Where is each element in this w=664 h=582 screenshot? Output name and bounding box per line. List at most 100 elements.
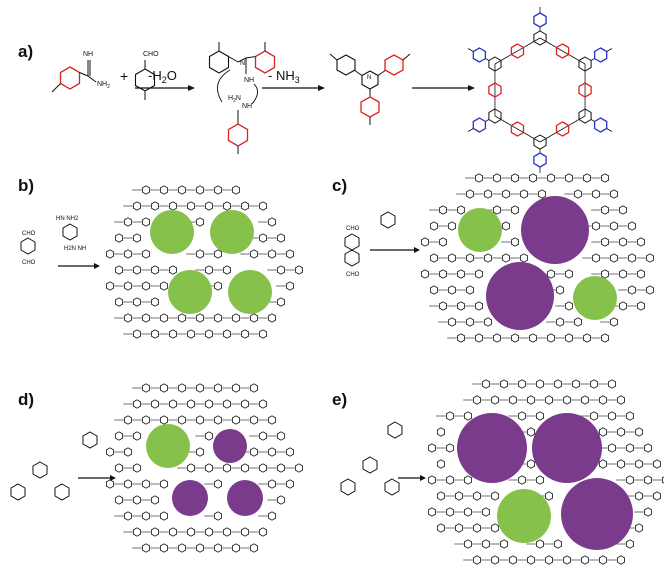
framework-ring <box>276 463 286 473</box>
reagent-c: CHO CHO <box>344 226 360 278</box>
framework-ring <box>583 333 591 343</box>
framework-ring <box>547 173 555 183</box>
framework-ring <box>124 249 133 259</box>
framework-ring <box>267 511 277 521</box>
framework-ring <box>538 189 546 199</box>
framework-ring <box>492 333 502 343</box>
framework-ring <box>141 313 151 323</box>
framework-ring <box>115 297 123 307</box>
framework-ring <box>481 379 491 389</box>
condition-water-loss: -H2O <box>148 68 177 85</box>
framework-ring <box>547 333 555 343</box>
linker-ring <box>510 43 525 59</box>
macrocycle-bond <box>539 37 586 65</box>
triazine-ring <box>533 30 547 46</box>
framework-ring <box>545 555 553 565</box>
framework-ring <box>213 415 223 425</box>
framework-ring <box>267 313 277 323</box>
framework-ring <box>438 269 448 279</box>
framework-ring <box>646 253 654 263</box>
linker-ring <box>555 43 570 59</box>
framework-ring <box>285 447 295 457</box>
framework-ring <box>258 329 268 339</box>
framework-ring <box>617 555 625 565</box>
panel-label-b: b) <box>18 176 35 195</box>
framework-ring <box>249 447 259 457</box>
framework-ring <box>472 491 482 501</box>
triazine-ring <box>488 108 502 124</box>
terminal-aryl-ring <box>533 152 547 168</box>
framework-ring <box>565 301 573 311</box>
framework-ring <box>231 415 241 425</box>
framework-ring <box>490 555 500 565</box>
framework-ring <box>195 415 205 425</box>
framework-ring <box>653 491 661 501</box>
triazine-macrocycle <box>467 7 613 173</box>
framework-ring <box>520 189 528 199</box>
amine-c <box>380 211 396 229</box>
svg-text:N: N <box>367 75 371 81</box>
framework-ring <box>608 411 616 421</box>
green-pore <box>210 210 254 254</box>
framework-ring <box>436 491 446 501</box>
framework-ring <box>635 459 643 469</box>
framework-ring <box>177 313 187 323</box>
framework-ring <box>222 527 232 537</box>
purple-pore <box>521 196 589 264</box>
framework-ring <box>637 269 645 279</box>
framework-ring <box>474 269 484 279</box>
framework-ring <box>601 237 609 247</box>
framework-ring <box>150 399 160 409</box>
framework-ring <box>213 313 223 323</box>
framework-ring <box>465 285 475 295</box>
framework-ring <box>456 301 466 311</box>
framework-ring <box>115 495 123 505</box>
framework-ring <box>617 395 625 405</box>
framework-ring <box>465 317 475 327</box>
framework-ring <box>626 443 634 453</box>
framework-ring <box>132 399 142 409</box>
framework-ring <box>628 221 636 231</box>
framework-ring <box>213 543 223 553</box>
framework-ring <box>240 527 250 537</box>
framework-ring <box>150 495 160 505</box>
amidine-nh-label: NH <box>83 51 93 58</box>
framework-ring <box>574 189 582 199</box>
framework-ring <box>635 491 643 501</box>
framework-ring <box>276 233 286 243</box>
framework-ring <box>267 479 277 489</box>
framework-ring <box>258 463 268 473</box>
macrocycle-bond <box>494 37 541 65</box>
framework-ring <box>150 297 160 307</box>
amine-e <box>387 421 403 439</box>
svg-text:CHO: CHO <box>346 226 360 232</box>
framework-ring <box>231 185 241 195</box>
framework-ring <box>177 543 187 553</box>
framework-ring <box>572 379 580 389</box>
linker-ring <box>488 82 502 98</box>
framework-ring <box>222 399 232 409</box>
purple-pore <box>457 413 527 483</box>
aldehyde-reactant: CHO <box>134 51 159 100</box>
framework-ring <box>222 201 232 211</box>
panel-label-e: e) <box>332 390 348 409</box>
framework-ring <box>159 383 169 393</box>
framework-ring <box>213 249 223 259</box>
framework-ring <box>465 253 475 263</box>
framework-ring <box>429 221 439 231</box>
amidine-intermediate: NH N H2N NH <box>208 42 276 154</box>
framework-ring <box>483 253 493 263</box>
framework-ring <box>186 463 196 473</box>
framework-ring <box>436 459 446 469</box>
framework-ring <box>608 379 616 389</box>
framework-ring <box>536 411 544 421</box>
framework-ring <box>438 205 448 215</box>
framework-ring <box>628 253 636 263</box>
framework-diagrams <box>106 173 664 565</box>
framework-ring <box>601 269 609 279</box>
framework-panel-c <box>420 173 654 343</box>
framework-ring <box>510 237 519 247</box>
framework-ring <box>124 217 133 227</box>
framework-ring <box>195 249 205 259</box>
reagent-e <box>340 456 400 496</box>
